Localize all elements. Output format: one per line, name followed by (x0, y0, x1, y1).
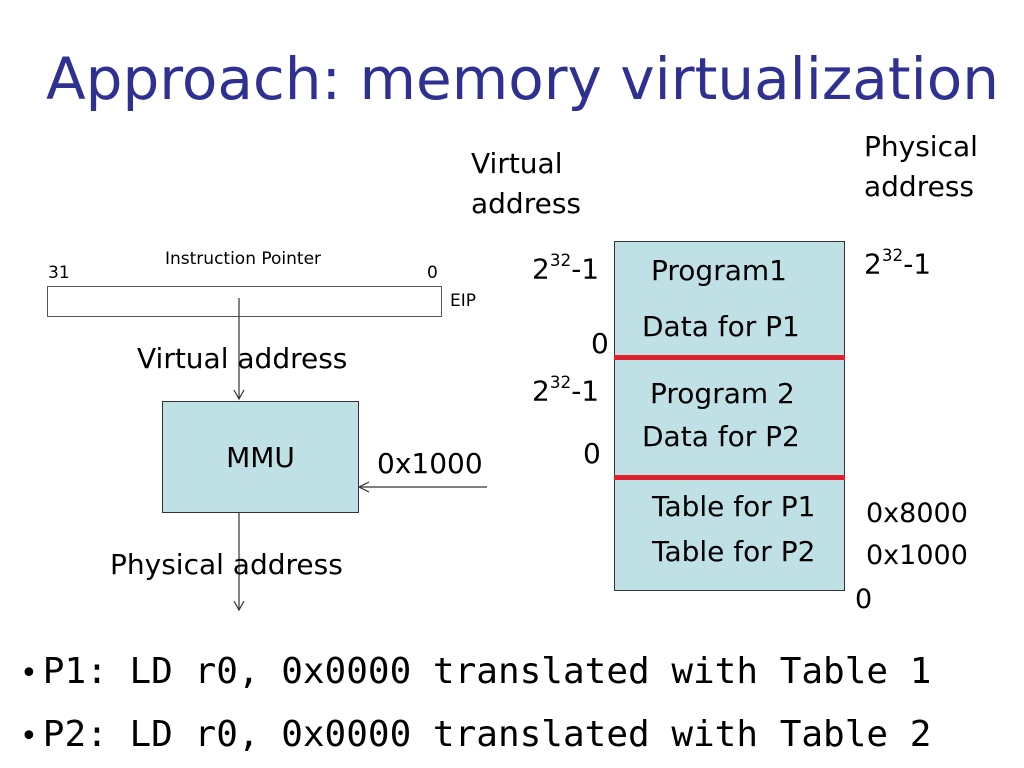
eip-register (47, 286, 442, 317)
phys-addr-0x8000: 0x8000 (866, 498, 968, 529)
physical-header-line1: Physical (864, 130, 978, 163)
phys-addr-0x1000: 0x1000 (866, 540, 968, 571)
segment-separator-1 (614, 355, 845, 360)
bit-low-label: 0 (427, 263, 438, 283)
virtual-header-line2: address (471, 187, 582, 220)
base-input-arrowhead (357, 481, 370, 493)
bullet-item-2: • P2: LD r0, 0x0000 translated with Tabl… (20, 713, 931, 756)
bullet-item-1: • P1: LD r0, 0x0000 translated with Tabl… (20, 650, 931, 693)
segment-table-p1: Table for P1 (652, 490, 816, 523)
segment-separator-2 (614, 475, 845, 480)
physical-address-label: Physical address (110, 548, 343, 581)
page-title: Approach: memory virtualization (46, 45, 999, 113)
virt-zero-label-p2: 0 (583, 437, 601, 470)
segment-program2: Program 2 (650, 377, 795, 410)
bullet-dot-icon: • (20, 719, 38, 754)
virt-top-label-p2: 232-1 (532, 372, 600, 408)
segment-data-p1: Data for P1 (642, 310, 800, 343)
mmu-box: MMU (162, 401, 359, 513)
eip-to-mmu-arrowhead (233, 389, 245, 401)
virtual-address-label: Virtual address (137, 342, 348, 375)
phys-addr-zero: 0 (855, 584, 873, 615)
virt-zero-label-p1: 0 (591, 327, 609, 360)
phys-top-label: 232-1 (864, 245, 932, 281)
segment-table-p2: Table for P2 (652, 535, 816, 568)
physical-header-line2: address (864, 170, 975, 203)
virtual-header-line1: Virtual (471, 147, 563, 180)
mmu-label: MMU (226, 440, 295, 474)
physical-memory-box (614, 241, 845, 591)
register-label: EIP (450, 291, 477, 311)
segment-program1: Program1 (651, 254, 787, 287)
bit-high-label: 31 (48, 263, 70, 283)
bullet-dot-icon: • (20, 656, 38, 691)
segment-data-p2: Data for P2 (642, 420, 800, 453)
mmu-out-arrowhead (233, 600, 245, 612)
bullet-text-1: P1: LD r0, 0x0000 translated with Table … (42, 651, 932, 692)
virt-top-label-p1: 232-1 (532, 250, 600, 286)
bullet-text-2: P2: LD r0, 0x0000 translated with Table … (42, 714, 932, 755)
register-name-label: Instruction Pointer (165, 249, 322, 269)
mmu-input-value: 0x1000 (377, 447, 483, 480)
